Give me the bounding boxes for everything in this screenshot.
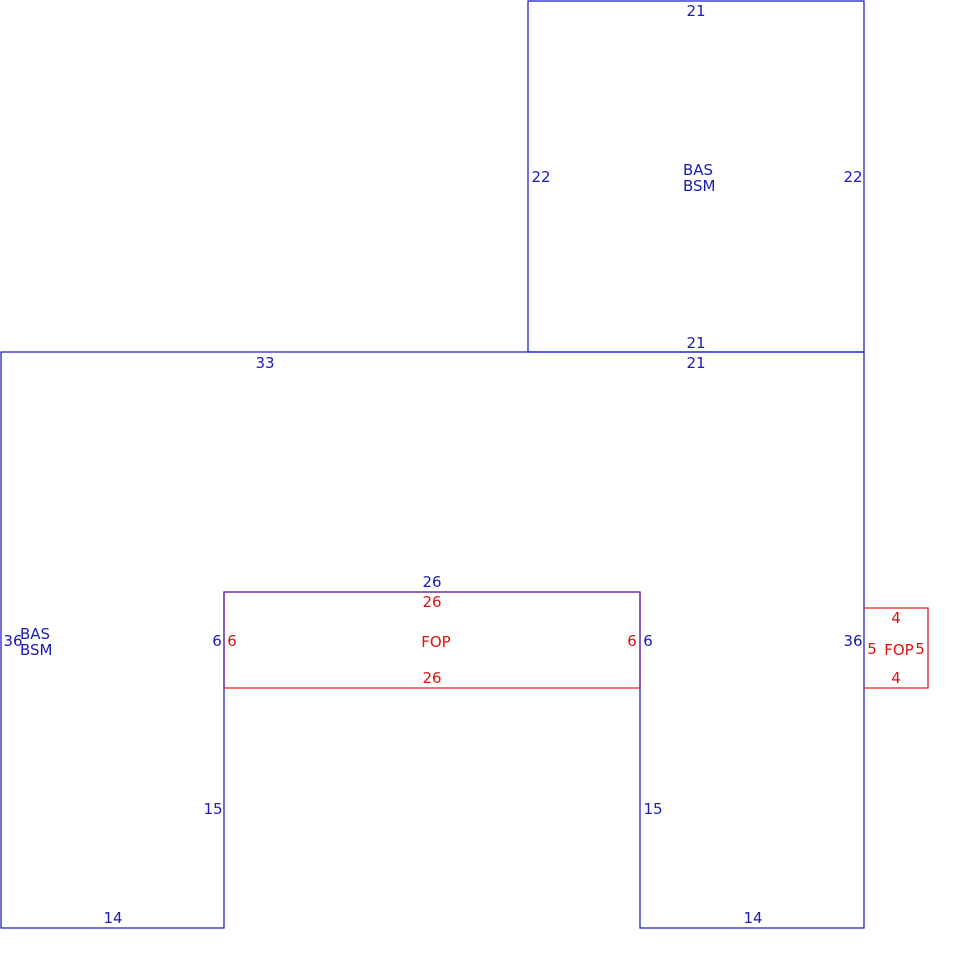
notch-top-dim: 26 [422, 573, 441, 591]
main-left-dim: 36 [3, 632, 22, 650]
bottom-left-dim: 14 [103, 909, 122, 927]
upper-block-left-dim: 22 [531, 168, 550, 186]
inner-right-dim: 15 [643, 800, 662, 818]
front-porch-right-dim: 6 [627, 632, 637, 650]
upper-block-code-bsm: BSM [683, 177, 716, 195]
side-porch-code: FOP [884, 641, 913, 659]
front-porch-code: FOP [421, 633, 450, 651]
side-porch-bottom-dim: 4 [891, 669, 901, 687]
notch-left-dim: 6 [212, 632, 222, 650]
bottom-right-dim: 14 [743, 909, 762, 927]
notch-right-dim: 6 [643, 632, 653, 650]
side-porch-top-dim: 4 [891, 609, 901, 627]
inner-left-dim: 15 [203, 800, 222, 818]
main-block-code-bas: BAS [20, 625, 50, 643]
upper-block-bottom-dim: 21 [686, 334, 705, 352]
main-block-code-bsm: BSM [20, 641, 53, 659]
front-porch-left-dim: 6 [227, 632, 237, 650]
front-porch-bottom-dim: 26 [422, 669, 441, 687]
upper-block-top-dim: 21 [686, 2, 705, 20]
side-porch-outline [864, 607, 929, 689]
upper-block-code-bas: BAS [683, 161, 713, 179]
main-top-left-dim: 33 [255, 354, 274, 372]
side-porch-left-dim: 5 [867, 640, 877, 658]
front-porch-top-dim: 26 [422, 593, 441, 611]
main-top-right-dim: 21 [686, 354, 705, 372]
upper-block-right-dim: 22 [843, 168, 862, 186]
side-porch-right-dim: 5 [915, 640, 925, 658]
main-right-dim: 36 [843, 632, 862, 650]
